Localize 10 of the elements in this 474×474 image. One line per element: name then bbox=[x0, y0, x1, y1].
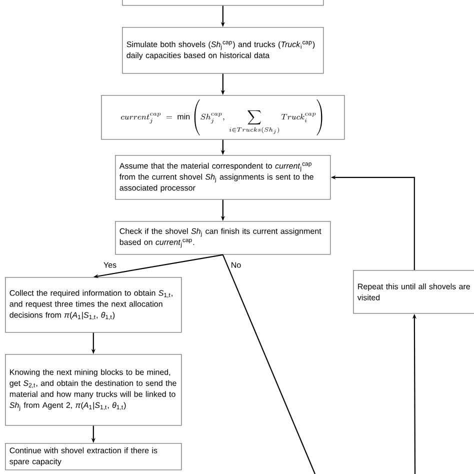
edge-label: No bbox=[230, 261, 242, 269]
formula-box: $current_j^{cap} = \min\left(Sh_j^{cap},\ \sum_{i\in Trucks(Sh_j)} Truck_i^{cap}\right)$ bbox=[101, 95, 345, 140]
edge-label: Yes bbox=[102, 261, 118, 269]
process-box: Collect the required information to obtain S$_{1,t}$, and request three times the next allocation decisions from π(A$_{1}$|S$_{1,t}$, θ$_{1,t}$) bbox=[5, 277, 182, 333]
process-box: Simulate both shovels (Sh$_{j}$$^{cap}$) and trucks (Truck$_{i}$$^{cap}$) daily capacities based on historical data bbox=[122, 27, 324, 74]
process-box: Check if the shovel Sh$_{j}$ can finish its current assignment based on current$_{j}$$^{cap}$. bbox=[115, 221, 331, 255]
process-box: Repeat this until all shovels are visited bbox=[353, 270, 474, 314]
process-box: Knowing the next mining blocks to be mined, get S$_{2,t}$, and obtain the destination to send the material and how many trucks will be linked to Sh$_{j}$ from Agent 2, π(A$_{1}$|S$_{1,t}$, θ$_{1,t}$) bbox=[5, 354, 182, 426]
process-box bbox=[122, 0, 324, 6]
process-box: Continue with shovel extraction if there is spare capacity bbox=[5, 443, 182, 470]
